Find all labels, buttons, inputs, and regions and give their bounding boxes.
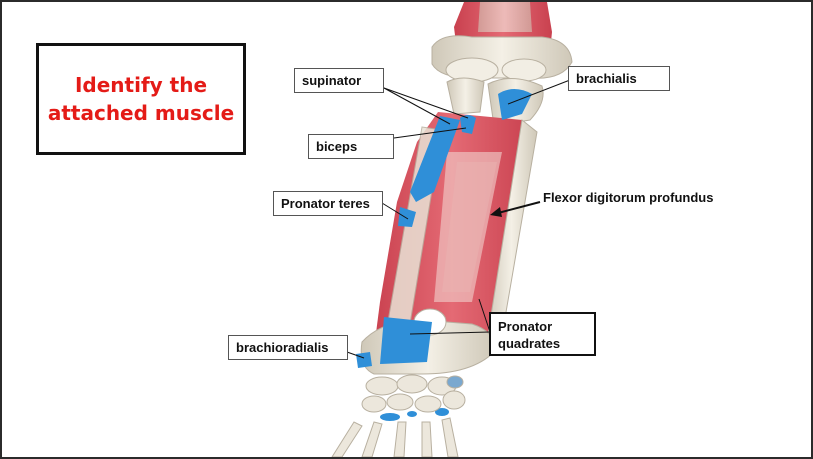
label-supinator: supinator (294, 68, 384, 93)
leader-lines (346, 79, 571, 359)
title-box: Identify the attached muscle (36, 43, 246, 155)
label-brachioradialis: brachioradialis (228, 335, 348, 360)
label-pronator-quadrates: Pronator quadrates (489, 312, 596, 356)
attachment-sites (356, 89, 532, 421)
label-pronator-teres: Pronator teres (273, 191, 383, 216)
label-flexor-digitorum-profundus: Flexor digitorum profundus (543, 190, 714, 205)
label-brachialis: brachialis (568, 66, 670, 91)
forearm-bones (360, 77, 544, 375)
label-biceps: biceps (308, 134, 394, 159)
arrow-icon (490, 201, 541, 217)
title-line-1: Identify the (74, 73, 208, 97)
slide-title: Identify the attached muscle (46, 71, 236, 127)
pronator-quadrates-line-1: Pronator (498, 319, 553, 334)
humerus (431, 2, 573, 83)
title-line-2: attached muscle (47, 101, 235, 125)
hand-bones (331, 374, 466, 457)
pronator-quadrates-line-2: quadrates (498, 336, 561, 351)
